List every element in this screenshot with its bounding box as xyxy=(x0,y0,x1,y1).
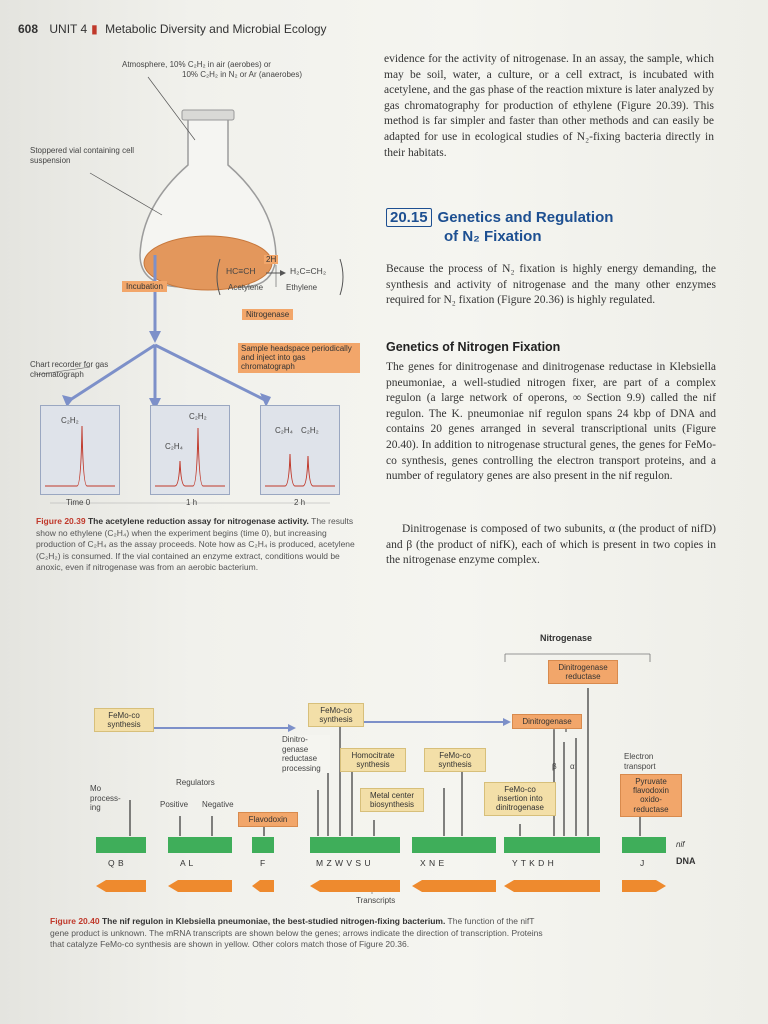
dna-label: DNA xyxy=(676,856,696,866)
chapter-title: Metabolic Diversity and Microbial Ecolog… xyxy=(105,22,327,36)
assay-diagram xyxy=(34,76,344,504)
regulators-label: Regulators xyxy=(176,778,215,787)
gene-label-j: J xyxy=(640,858,645,868)
nif-label: nif xyxy=(676,840,685,849)
beta-subunit-label: β xyxy=(552,762,557,771)
chromatogram-time-2h: C₂H₄ C₂H₂ xyxy=(260,405,340,495)
page-header: 608 UNIT 4▮ Metabolic Diversity and Micr… xyxy=(18,22,327,36)
femoco-insertion-box: FeMo-co insertion into dinitrogenase xyxy=(484,782,556,816)
page-number: 608 xyxy=(18,22,39,36)
gene-block-ytkdh xyxy=(504,837,600,853)
caption-body: The results show no ethylene (C₂H₄) when… xyxy=(36,516,355,572)
unit-label: UNIT 4 xyxy=(49,22,88,36)
ethylene-formula: H₂C=CH₂ xyxy=(290,266,327,276)
sample-headspace-box: Sample headspace periodically and inject… xyxy=(238,343,360,373)
caption-body: The function of the nifT gene product is… xyxy=(50,916,543,949)
acetylene-formula: HC≡CH xyxy=(226,266,256,276)
section-title-line-2: of N₂ Fixation xyxy=(444,228,542,245)
transcript-arrow-qb xyxy=(96,880,146,892)
gene-block-qb xyxy=(96,837,146,853)
electron-transport-label: Electron transport xyxy=(624,752,656,771)
transcript-arrow-al xyxy=(168,880,232,892)
two-h-label: 2H xyxy=(264,255,279,264)
dinitrogenase-reductase-processing-label: Dinitro- genase reductase processing xyxy=(282,735,330,774)
transcripts-label: Transcripts xyxy=(356,896,396,905)
transcript-arrow-xne xyxy=(412,880,496,892)
peak-label-c2h4: C₂H₄ xyxy=(275,426,293,435)
nitrogenase-label: Nitrogenase xyxy=(242,309,294,320)
figure-20-40-caption: Figure 20.40 The nif regulon in Klebsiel… xyxy=(50,916,550,951)
peak-label-c2h2: C₂H₂ xyxy=(301,426,319,435)
negative-label: Negative xyxy=(202,800,234,809)
metal-center-box: Metal center biosynthesis xyxy=(360,788,424,813)
subheading-genetics: Genetics of Nitrogen Fixation xyxy=(386,340,561,354)
incubation-label: Incubation xyxy=(122,281,167,292)
caption-figure-number: Figure 20.40 xyxy=(50,916,100,926)
gene-label-f: F xyxy=(260,858,266,868)
nif-regulon-diagram xyxy=(129,653,651,894)
gene-label-al: A L xyxy=(180,858,194,868)
peak-label-c2h2: C₂H₂ xyxy=(61,416,79,425)
time-1h-label: 1 h xyxy=(186,498,198,507)
gene-label-mzwvsu: M Z W V S U xyxy=(316,858,372,868)
ethylene-label: Ethylene xyxy=(286,283,318,292)
peak-label-c2h4: C₂H₄ xyxy=(165,442,183,451)
femoco-synthesis-left-box: FeMo-co synthesis xyxy=(94,708,154,733)
atmosphere-line-1: Atmosphere, 10% C₂H₂ in air (aerobes) or xyxy=(122,60,271,69)
caption-title: The nif regulon in Klebsiella pneumoniae… xyxy=(101,916,446,926)
transcript-arrow-mzwvsu xyxy=(310,880,400,892)
paragraph-assay: evidence for the activity of nitrogenase… xyxy=(384,53,714,159)
homocitrate-synthesis-box: Homocitrate synthesis xyxy=(340,748,406,773)
caption-title: The acetylene reduction assay for nitrog… xyxy=(87,516,309,526)
femoco-synthesis-top-box: FeMo-co synthesis xyxy=(308,703,364,728)
gene-block-al xyxy=(168,837,232,853)
atmosphere-label: Atmosphere, 10% C₂H₂ in air (aerobes) or… xyxy=(122,60,342,79)
dinitrogenase-reductase-box: Dinitrogenase reductase xyxy=(548,660,618,684)
section-title-line-1: Genetics and Regulation xyxy=(437,209,614,226)
nitrogenase-title: Nitrogenase xyxy=(540,633,593,643)
peak-label-c2h2: C₂H₂ xyxy=(189,412,207,421)
section-number: 20.15 xyxy=(386,208,432,227)
transcript-arrow-ytkdh xyxy=(504,880,600,892)
vial-label: Stoppered vial containing cell suspensio… xyxy=(30,146,135,165)
gene-label-qb: Q B xyxy=(108,858,125,868)
mo-processing-label: Mo process- ing xyxy=(90,784,121,813)
caption-figure-number: Figure 20.39 xyxy=(36,516,86,526)
gene-label-xne: X N E xyxy=(420,858,445,868)
time-2h-label: 2 h xyxy=(294,498,306,507)
dinitrogenase-box: Dinitrogenase xyxy=(512,714,582,729)
acetylene-label: Acetylene xyxy=(228,283,264,292)
figure-20-39-caption: Figure 20.39 The acetylene reduction ass… xyxy=(36,516,368,574)
pyruvate-flavodoxin-box: Pyruvate flavodoxin oxido- reductase xyxy=(620,774,682,817)
alpha-subunit-label: α xyxy=(570,762,575,771)
section-heading-20-15: 20.15 Genetics and Regulation of N₂ Fixat… xyxy=(386,208,716,246)
gene-block-mzwvsu xyxy=(310,837,400,853)
gene-block-xne xyxy=(412,837,496,853)
chromatogram-time-0: C₂H₂ xyxy=(40,405,120,495)
flavodoxin-box: Flavodoxin xyxy=(238,812,298,827)
gene-label-ytkdh: Y T K D H xyxy=(512,858,555,868)
paragraph-regulation: Because the process of N₂ fixation is hi… xyxy=(386,263,716,307)
positive-label: Positive xyxy=(160,800,189,809)
chromatogram-time-1h: C₂H₂ C₂H₄ xyxy=(150,405,230,495)
gene-block-f xyxy=(252,837,274,853)
paragraph-nif-regulon: The genes for dinitrogenase and dinitrog… xyxy=(386,361,716,483)
gene-block-j xyxy=(622,837,666,853)
transcript-arrow-j xyxy=(622,880,666,892)
transcript-arrow-f xyxy=(252,880,274,892)
time-0-label: Time 0 xyxy=(66,498,91,507)
atmosphere-line-2: 10% C₂H₂ in N₂ or Ar (anaerobes) xyxy=(182,69,303,79)
femoco-synthesis-mid-box: FeMo-co synthesis xyxy=(424,748,486,773)
paragraph-dinitrogenase: Dinitrogenase is composed of two subunit… xyxy=(386,523,716,567)
chart-recorder-label: Chart recorder for gas chromatograph xyxy=(30,360,109,379)
